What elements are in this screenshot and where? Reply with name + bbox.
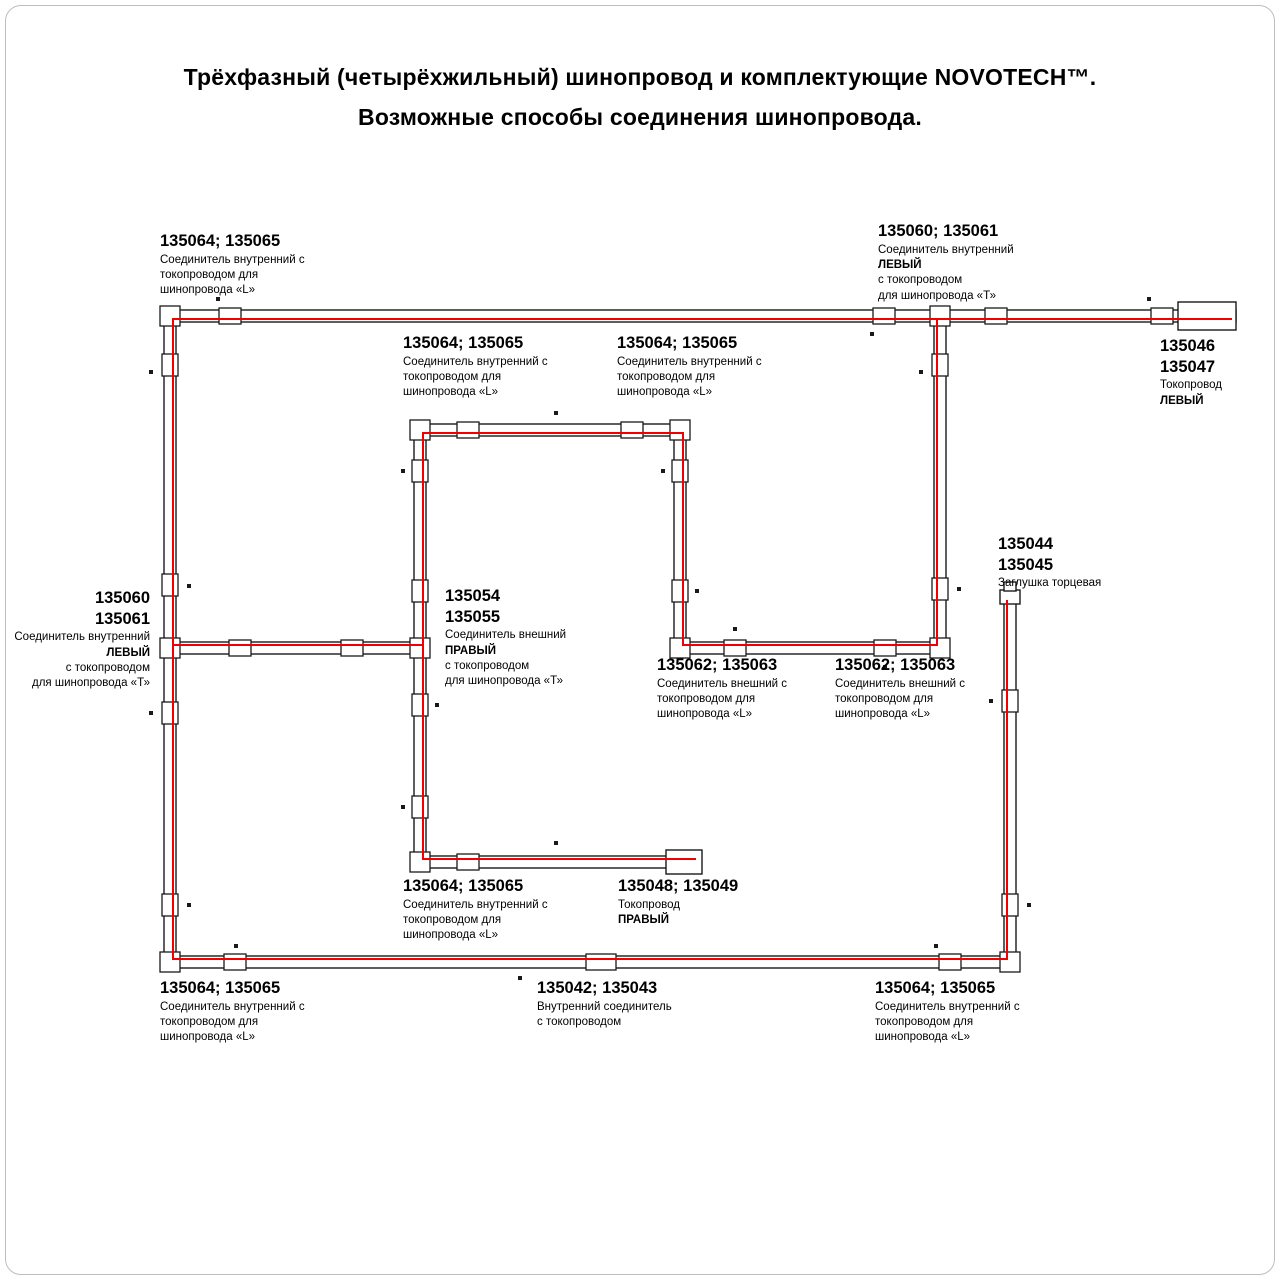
label-line: шинопровода «L» <box>835 708 931 721</box>
part-code: 135064; 135065 <box>403 877 524 895</box>
label-line: Соединитель внешний с <box>657 677 788 690</box>
label-line: Соединитель внутренний <box>14 631 150 644</box>
label-line: Соединитель внешний с <box>835 677 966 690</box>
part-code: 135045 <box>998 555 1054 574</box>
label-line: Соединитель внешний <box>445 629 567 642</box>
label-inner-connector-bottom-left: 135064; 135065 Соединитель внутренний с … <box>160 978 305 1045</box>
part-code: 135064; 135065 <box>403 334 524 352</box>
label-line: шинопровода «L» <box>403 929 499 942</box>
label-line: ЛЕВЫЙ <box>1160 394 1204 407</box>
label-line: токопроводом для <box>617 371 716 383</box>
label-power-feed-left: 135046 135047 Токопровод ЛЕВЫЙ <box>1160 336 1222 408</box>
label-line: токопроводом для <box>875 1016 974 1028</box>
label-line: ЛЕВЫЙ <box>106 646 150 659</box>
label-outer-connector-left: 135062; 135063 Соединитель внешний с ток… <box>657 655 787 722</box>
label-line: ЛЕВЫЙ <box>878 259 922 271</box>
label-inner-connector-mid-left: 135064; 135065 Соединитель внутренний с … <box>403 333 548 400</box>
track-body <box>163 301 1237 969</box>
label-end-cap: 135044 135045 Заглушка торцевая <box>998 534 1101 591</box>
label-inner-connector-mid-right: 135064; 135065 Соединитель внутренний с … <box>617 333 762 400</box>
label-line: шинопровода «L» <box>403 386 499 399</box>
conductor-lines <box>172 318 1232 960</box>
label-line: Соединитель внутренний с <box>403 898 548 911</box>
part-code: 135060; 135061 <box>878 222 999 240</box>
label-line: ПРАВЫЙ <box>618 914 670 926</box>
label-line: Соединитель внутренний с <box>160 1000 305 1013</box>
label-line: Соединитель внутренний с <box>875 1000 1020 1013</box>
part-code: 135054 <box>445 587 501 605</box>
label-line: для шинопровода «Т» <box>445 675 563 688</box>
label-line: шинопровода «L» <box>617 386 713 399</box>
label-line: Соединитель внутренний <box>878 243 1014 256</box>
label-outer-T-connector-center: 135054 135055 Соединитель внешний ПРАВЫЙ… <box>445 586 566 689</box>
part-code: 135062; 135063 <box>657 656 778 674</box>
part-code: 135061 <box>94 609 150 628</box>
label-inner-connector-top-left: 135064; 135065 Соединитель внутренний с … <box>160 231 305 298</box>
label-line: Соединитель внутренний с <box>617 355 762 368</box>
part-code: 135064; 135065 <box>875 979 996 997</box>
label-line: для шинопровода «Т» <box>32 677 150 690</box>
part-code: 135042; 135043 <box>537 979 658 997</box>
part-code: 135060 <box>94 589 150 607</box>
label-line: Заглушка торцевая <box>998 577 1102 590</box>
label-line: Внутренний соединитель <box>537 1000 672 1013</box>
part-code: 135064; 135065 <box>160 232 281 250</box>
label-line: с токопроводом <box>445 660 530 672</box>
label-inner-connector-spur: 135064; 135065 Соединитель внутренний с … <box>403 876 548 943</box>
part-code: 135064; 135065 <box>160 979 281 997</box>
label-line: Токопровод <box>1160 379 1222 392</box>
label-power-feed-right: 135048; 135049 Токопровод ПРАВЫЙ <box>618 876 738 927</box>
page-title-line1: Трёхфазный (четырёхжильный) шинопровод и… <box>183 64 1097 90</box>
label-line: шинопровода «L» <box>160 1031 256 1044</box>
label-straight-connector: 135042; 135043 Внутренний соединитель с … <box>537 978 672 1029</box>
part-code: 135055 <box>445 607 501 626</box>
mounting-dots <box>149 297 1151 980</box>
part-code: 135046 <box>1160 337 1216 355</box>
label-line: для шинопровода «Т» <box>878 289 996 302</box>
label-line: ПРАВЫЙ <box>445 644 497 657</box>
label-inner-connector-bottom-right: 135064; 135065 Соединитель внутренний с … <box>875 978 1020 1045</box>
part-code: 135047 <box>1160 357 1216 376</box>
label-outer-connector-right: 135062; 135063 Соединитель внешний с ток… <box>835 655 965 722</box>
label-line: Соединитель внутренний с <box>160 253 305 266</box>
part-code: 135064; 135065 <box>617 334 738 352</box>
label-line: с токопроводом <box>537 1016 622 1028</box>
label-line: с токопроводом <box>65 662 150 674</box>
part-code: 135044 <box>998 535 1054 553</box>
part-code: 135048; 135049 <box>618 877 739 895</box>
label-line: с токопроводом <box>878 274 963 287</box>
label-line: токопроводом для <box>403 371 502 383</box>
label-line: шинопровода «L» <box>875 1031 971 1044</box>
label-line: токопроводом для <box>657 693 756 705</box>
label-line: Соединитель внутренний с <box>403 355 548 368</box>
page-title-line2: Возможные способы соединения шинопровода… <box>358 104 922 130</box>
label-line: токопроводом для <box>160 269 259 281</box>
label-line: Токопровод <box>618 898 680 911</box>
part-code: 135062; 135063 <box>835 656 956 674</box>
label-inner-T-connector-left: 135060 135061 Соединитель внутренний ЛЕВ… <box>14 588 150 691</box>
label-line: шинопровода «L» <box>160 284 256 297</box>
label-line: токопроводом для <box>160 1016 259 1028</box>
label-line: шинопровода «L» <box>657 708 753 721</box>
label-inner-T-connector-top-right: 135060; 135061 Соединитель внутренний ЛЕ… <box>878 221 1014 303</box>
label-line: токопроводом для <box>403 914 502 926</box>
label-line: токопроводом для <box>835 693 934 705</box>
